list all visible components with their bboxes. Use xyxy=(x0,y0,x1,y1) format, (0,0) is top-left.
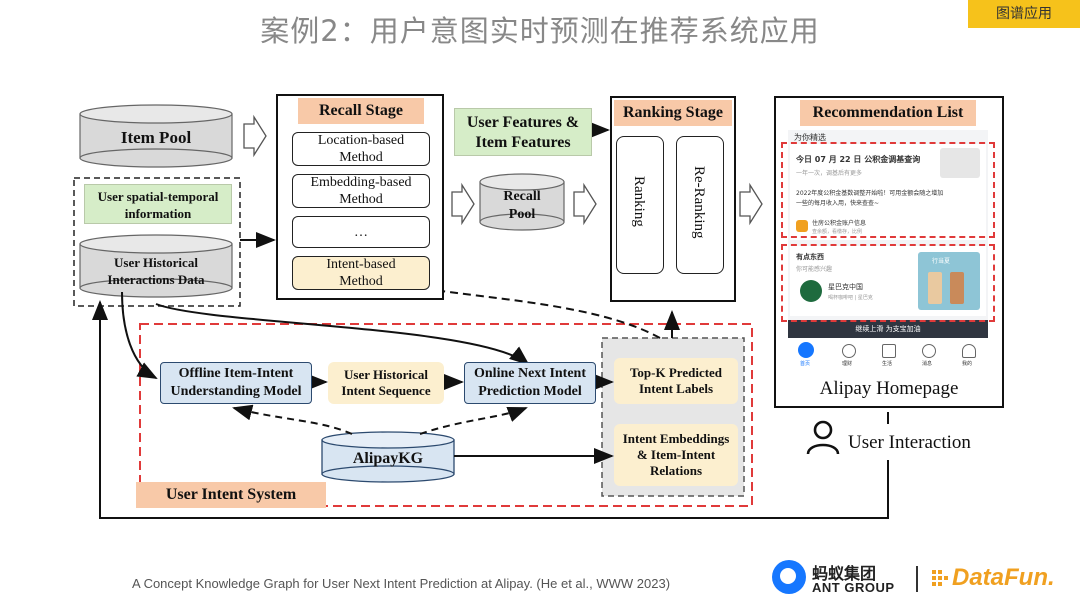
user-features-label: User Features &Item Features xyxy=(454,108,592,156)
finance-tab-icon[interactable] xyxy=(842,344,856,358)
ranking-stage-label: Ranking Stage xyxy=(614,100,732,126)
recall-pool-cylinder xyxy=(479,173,565,231)
phone-screen: 为你精选 今日 07 月 22 日 公积金调基查询 一年一次，调基后有更多 20… xyxy=(788,130,988,370)
profile-tab-icon[interactable] xyxy=(962,344,976,358)
ant-group-logo-icon xyxy=(772,560,806,594)
ranking-box xyxy=(616,136,664,274)
recommendation-label: Recommendation List xyxy=(800,100,976,126)
alipay-homepage-label: Alipay Homepage xyxy=(819,378,959,399)
highlight-card-2 xyxy=(781,244,995,322)
item-pool-label: Item Pool xyxy=(120,128,192,147)
other-methods: … xyxy=(292,216,430,248)
card-1[interactable]: 今日 07 月 22 日 公积金调基查询 一年一次，调基后有更多 2022年度公… xyxy=(790,144,986,240)
card-2[interactable]: 有点东西 你可能感兴趣 星巴克中国 喝杯咖啡吧 | 星巴克 行当夏 xyxy=(790,246,986,316)
highlight-card-1 xyxy=(781,142,995,238)
fund-icon xyxy=(796,220,808,232)
recall-stage-label: Recall Stage xyxy=(298,98,424,124)
life-tab-icon[interactable] xyxy=(882,344,896,358)
user-data-group xyxy=(73,177,241,307)
coffee-image: 行当夏 xyxy=(918,252,980,310)
alipaykg-cylinder xyxy=(321,431,455,483)
datafun-mark xyxy=(932,570,948,586)
user-intent-system-label: User Intent System xyxy=(136,482,326,508)
alipaykg-label: AlipayKG xyxy=(352,450,424,467)
alipay-tab-icon[interactable] xyxy=(798,342,814,358)
page-title: 案例2：用户意图实时预测在推荐系统应用 xyxy=(260,14,820,48)
starbucks-logo-icon xyxy=(800,280,822,302)
phone-banner: 继续上滑 为支宝加油 xyxy=(788,320,988,338)
citation: A Concept Knowledge Graph for User Next … xyxy=(132,576,671,591)
hollow-arrow-1 xyxy=(243,114,267,158)
ant-group-cn: 蚂蚁集团 xyxy=(812,566,877,583)
user-intent-system-border xyxy=(139,323,753,507)
item-pool-cylinder xyxy=(79,104,233,168)
re-ranking-box xyxy=(676,136,724,274)
section-tag: 图谱应用 xyxy=(968,0,1080,28)
message-tab-icon[interactable] xyxy=(922,344,936,358)
phone-tabbar: 首页 理财 生活 消息 我的 xyxy=(788,338,988,370)
ant-group-en: ANT GROUP xyxy=(812,580,895,595)
phone-header: 为你精选 xyxy=(794,133,826,142)
user-icon xyxy=(806,420,840,455)
datafun-logo: DataFun. xyxy=(952,564,1055,591)
re-ranking-label: Re-Ranking xyxy=(691,166,707,239)
ranking-label: Ranking xyxy=(631,176,647,227)
user-interaction-label: User Interaction xyxy=(848,432,971,453)
card1-image xyxy=(940,148,980,178)
user-history-cylinder xyxy=(79,234,233,298)
